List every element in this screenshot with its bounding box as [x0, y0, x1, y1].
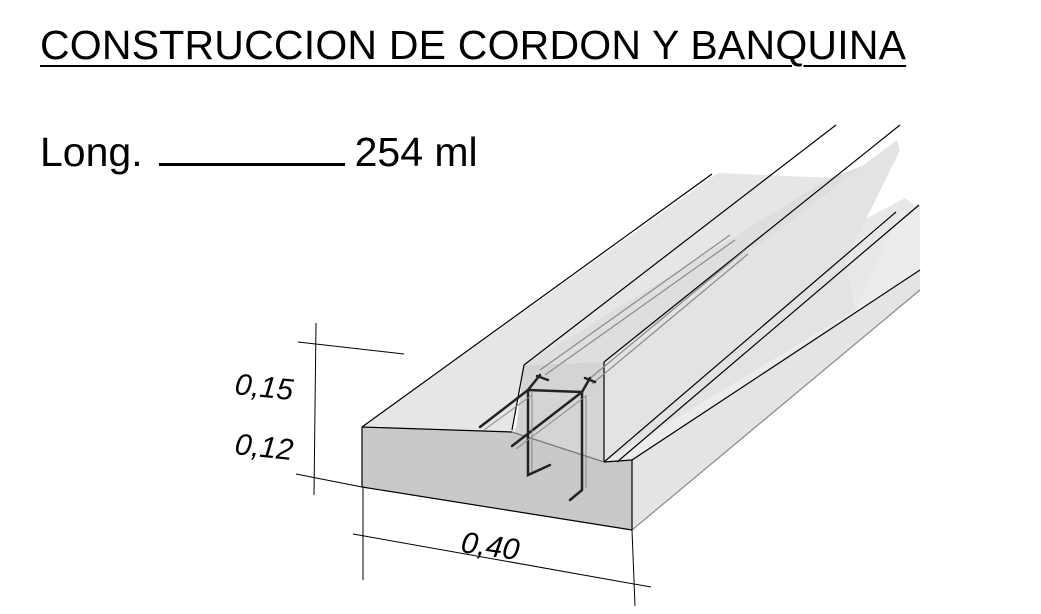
drawing-title: CONSTRUCCION DE CORDON Y BANQUINA: [40, 22, 907, 68]
length-line: Long. 254 ml: [40, 128, 478, 176]
width-label: 0,40: [459, 526, 522, 567]
reinforcement-cage-shadow: [483, 392, 587, 488]
slab-thickness-label: 0,12: [233, 428, 295, 467]
reinforcement-cage: [478, 373, 597, 502]
length-value: 254 ml: [354, 129, 478, 175]
slab-top-left: [362, 173, 830, 430]
dimension-lines: [295, 322, 652, 607]
curb-side-face: [604, 140, 900, 462]
outline-lines: [361, 124, 921, 531]
slab-side-face: [632, 270, 920, 530]
curb-height-label: 0,15: [233, 368, 295, 407]
rebar-lines: [539, 234, 749, 385]
curb-top-face: [524, 140, 897, 365]
slab-front-face: [362, 427, 632, 530]
length-underline: [158, 131, 345, 166]
length-label: Long.: [40, 129, 143, 175]
